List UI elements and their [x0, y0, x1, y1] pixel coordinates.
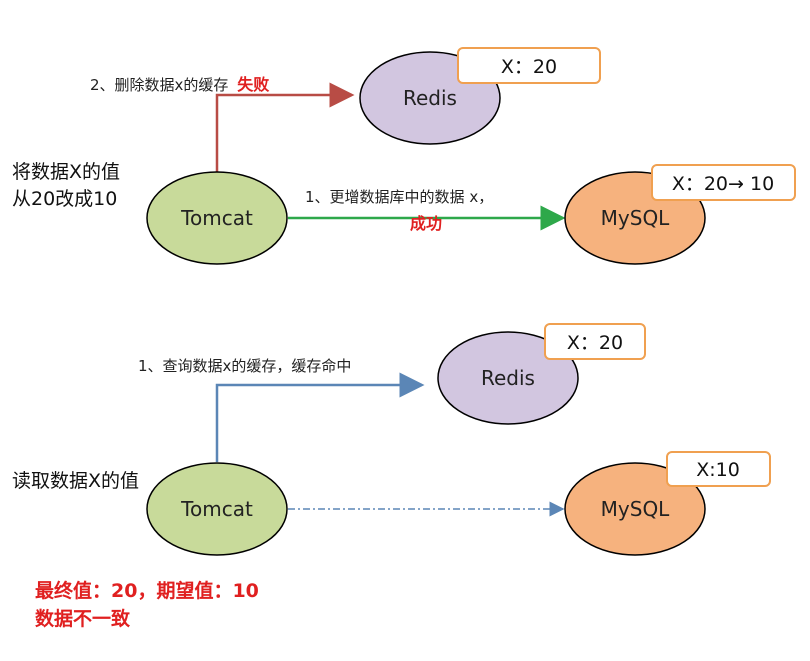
mysql-value-box-1 — [651, 164, 796, 201]
scenario1-side-label: 将数据X的值 从20改成10 — [12, 159, 120, 213]
mysql-value-1: X：20→ 10 — [672, 173, 774, 195]
step2-text: 2、删除数据x的缓存 — [90, 76, 229, 94]
redis-value-box-2 — [544, 323, 646, 360]
step2-delete-cache-label: 2、删除数据x的缓存 失败 — [90, 71, 269, 95]
redis-label-2: Redis — [481, 366, 535, 390]
mysql-label-1: MySQL — [601, 206, 671, 230]
step2-status: 失败 — [237, 75, 270, 94]
step1-status: 成功 — [410, 214, 443, 233]
conclusion: 最终值：20，期望值：10 数据不一致 — [35, 577, 259, 633]
tomcat-node-2 — [146, 462, 288, 556]
redis-label-1: Redis — [403, 86, 457, 110]
conclusion-inconsistent: 数据不一致 — [35, 608, 131, 630]
step1-update-db-label: 1、更增数据库中的数据 x， — [305, 188, 494, 206]
mysql-value-box-2 — [666, 451, 771, 487]
side-label-line2: 从20改成10 — [12, 188, 118, 210]
mysql-value-2: X:10 — [696, 459, 740, 481]
redis-value-1: X：20 — [501, 56, 557, 78]
step1-query-cache-label: 1、查询数据x的缓存，缓存命中 — [138, 357, 352, 375]
mysql-label-2: MySQL — [601, 497, 671, 521]
redis-node-2 — [437, 331, 579, 425]
conclusion-values: 最终值：20，期望值：10 — [35, 580, 259, 602]
scenario2-side-label: 读取数据X的值 — [12, 470, 140, 492]
delete-cache-arrow — [215, 82, 355, 178]
tomcat-label-1: Tomcat — [180, 206, 253, 230]
redis-value-2: X：20 — [567, 332, 623, 354]
query-cache-arrow — [215, 372, 425, 462]
tomcat-node-1 — [146, 171, 288, 265]
tomcat-label-2: Tomcat — [180, 497, 253, 521]
side-label-line1: 将数据X的值 — [12, 161, 121, 183]
redis-value-box-1 — [457, 47, 601, 84]
